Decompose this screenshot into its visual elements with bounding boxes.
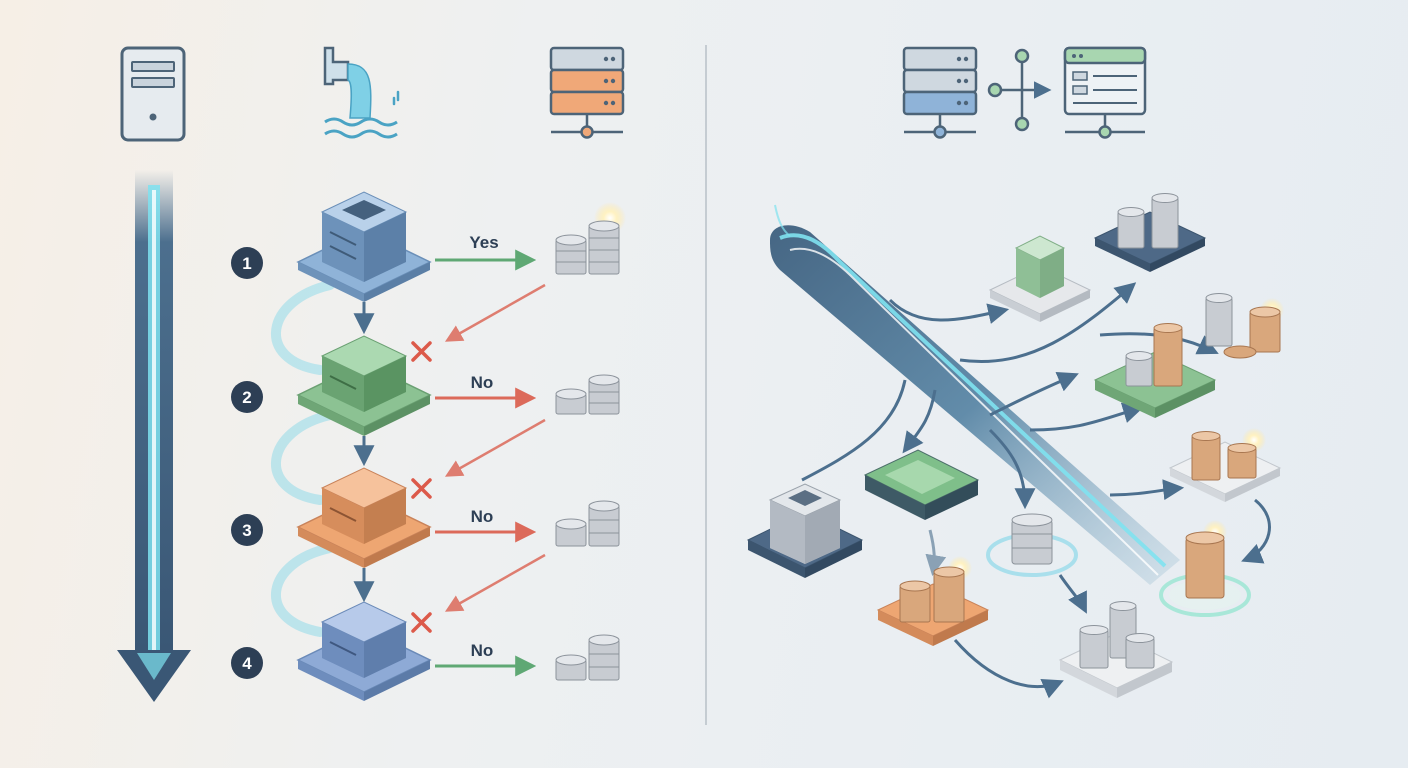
node-coins-bronze: [1168, 428, 1282, 502]
reject-x-icon: [411, 341, 432, 633]
web-server-icon: [1063, 46, 1147, 139]
server-rack-icon: [549, 46, 625, 139]
node-server-green: [988, 235, 1092, 322]
svg-text:2: 2: [242, 388, 251, 407]
tier-server-2: [296, 335, 432, 436]
main-data-stream: [770, 204, 1180, 585]
branch-arrows: [801, 282, 1271, 699]
decision-label-1: Yes: [469, 233, 498, 252]
node-coins-navy: [1093, 193, 1207, 272]
waterfall-icon: [323, 46, 400, 139]
server-rack-icon-right: [902, 46, 978, 139]
tier-server-4: [296, 601, 432, 701]
svg-text:3: 3: [242, 521, 251, 540]
coin-stack-rejected-2: [555, 374, 620, 415]
step-badge-1: 1: [231, 247, 263, 279]
decision-label-3: No: [471, 507, 494, 526]
step-badge-2: 2: [231, 381, 263, 413]
reject-return-arrows: [444, 283, 546, 612]
coin-stack-rejected-3: [555, 500, 620, 547]
node-coins-silver-bottom: [1058, 601, 1174, 698]
decision-label-4: No: [471, 641, 494, 660]
node-coins-glowing-ring: [986, 513, 1078, 577]
tier-server-1: [296, 191, 432, 302]
step-badge-4: 4: [231, 647, 263, 679]
coin-stack-rejected-4: [555, 634, 620, 681]
node-coins-orange: [876, 556, 990, 646]
tier-server-3: [296, 467, 432, 568]
node-coins-highlight: [1159, 520, 1251, 617]
descending-flow-arrow: [117, 170, 191, 702]
tier-flow-ribbon: [271, 280, 335, 637]
node-server-silver: [746, 483, 864, 578]
server-tower-icon: [120, 46, 186, 142]
node-coins-mixed: [1205, 293, 1284, 359]
node-switch-green: [863, 449, 980, 520]
svg-text:4: 4: [242, 654, 252, 673]
step-badge-3: 3: [231, 514, 263, 546]
coin-stack-accepted: [555, 202, 626, 275]
node-coins-green: [1093, 323, 1217, 418]
svg-text:1: 1: [242, 254, 251, 273]
branch-split-icon: [987, 48, 1052, 132]
decision-label-2: No: [471, 373, 494, 392]
